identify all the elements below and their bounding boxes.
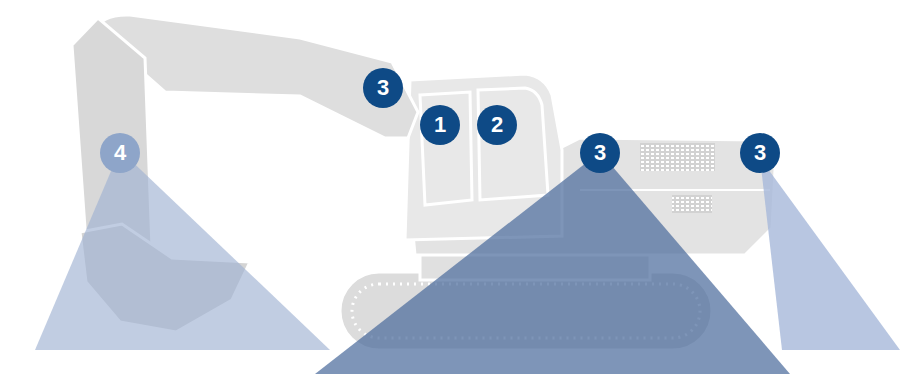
light-cone [760, 158, 900, 350]
callout-number: 3 [377, 77, 389, 99]
callout-circle: 3 [740, 133, 780, 173]
light-cone [35, 150, 330, 350]
callout-circle: 1 [420, 105, 460, 145]
light-cone [315, 152, 790, 374]
callout-number: 2 [491, 114, 503, 136]
callout-number: 3 [594, 142, 606, 164]
callout-number: 1 [434, 114, 446, 136]
callout-circle: 2 [477, 105, 517, 145]
callout-circle: 3 [580, 133, 620, 173]
callout-circle: 3 [363, 68, 403, 108]
callout-circle: 4 [100, 133, 140, 173]
callout-number: 3 [754, 142, 766, 164]
callout-number: 4 [114, 142, 126, 164]
